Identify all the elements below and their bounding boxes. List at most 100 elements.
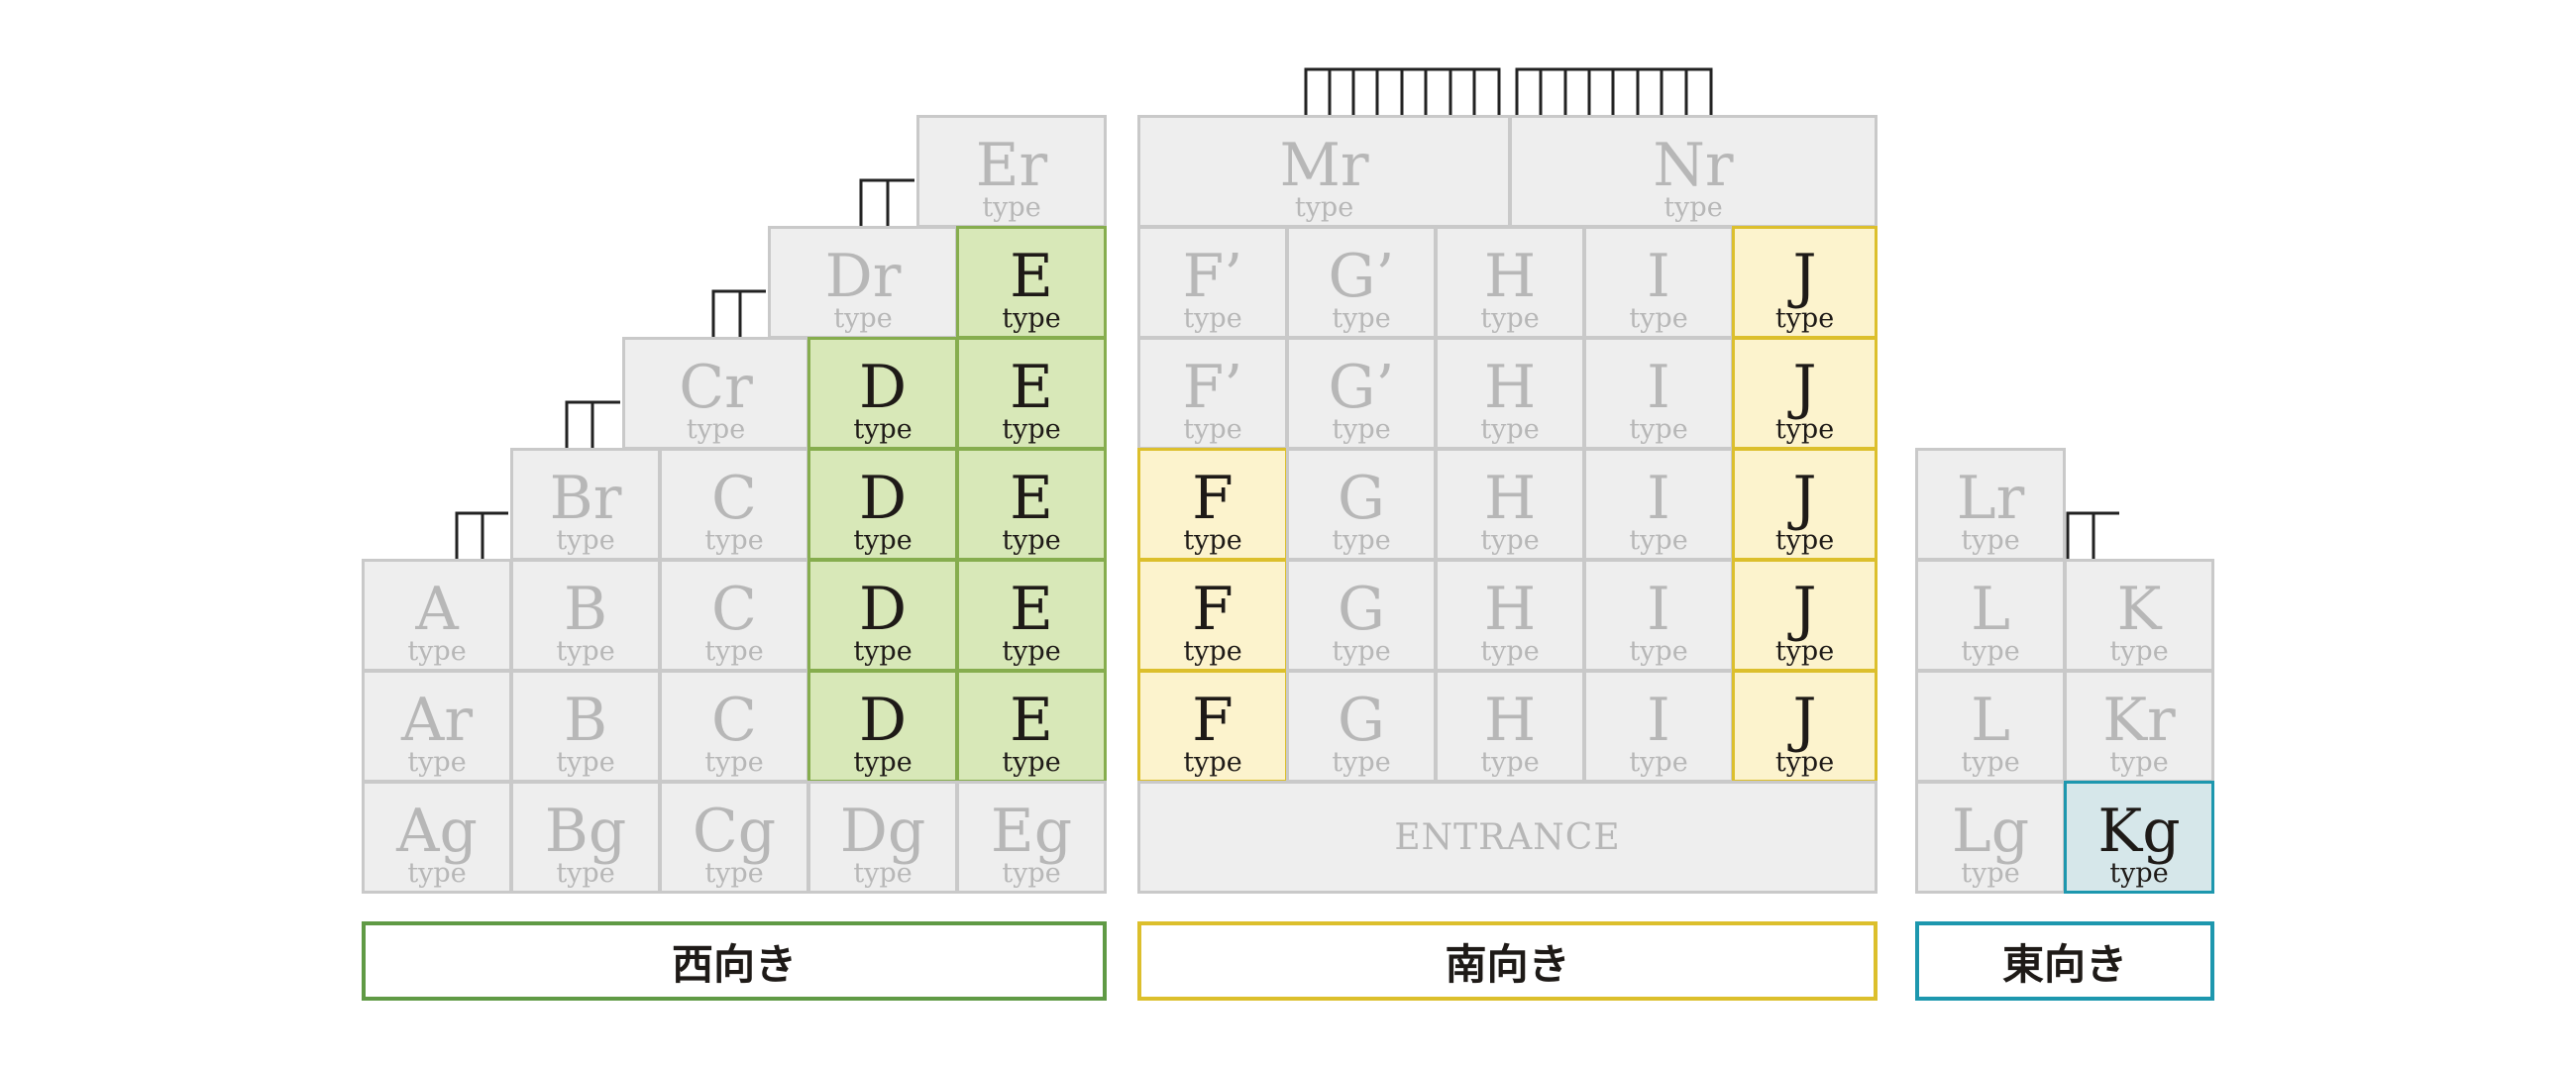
unit-b[interactable]: B type — [510, 670, 661, 783]
unit-mr[interactable]: Mr type — [1137, 115, 1511, 228]
unit-i[interactable]: I type — [1583, 670, 1734, 783]
unit-j-south[interactable]: J type — [1732, 226, 1878, 339]
unit-kr[interactable]: Kr type — [2064, 670, 2214, 783]
unit-type-label: type — [1332, 525, 1391, 556]
label-east-facing: 東向き — [1915, 921, 2214, 1001]
unit-g[interactable]: G type — [1286, 559, 1437, 672]
unit-code: H — [1483, 464, 1537, 533]
unit-f-prime[interactable]: F’ type — [1137, 226, 1288, 339]
railing-icon — [1515, 67, 1713, 115]
unit-code: A — [415, 575, 459, 644]
unit-code: J — [1792, 575, 1817, 644]
unit-g[interactable]: G type — [1286, 448, 1437, 561]
unit-nr[interactable]: Nr type — [1509, 115, 1878, 228]
unit-code: E — [1010, 686, 1053, 755]
unit-h[interactable]: H type — [1435, 559, 1585, 672]
unit-h[interactable]: H type — [1435, 337, 1585, 450]
unit-code: I — [1647, 353, 1670, 422]
unit-j-south[interactable]: J type — [1732, 559, 1878, 672]
unit-i[interactable]: I type — [1583, 559, 1734, 672]
unit-i[interactable]: I type — [1583, 448, 1734, 561]
unit-code: E — [1010, 242, 1053, 311]
unit-br[interactable]: Br type — [510, 448, 661, 561]
unit-a[interactable]: A type — [362, 559, 512, 672]
unit-type-label: type — [1629, 414, 1688, 445]
unit-code: G’ — [1328, 353, 1395, 422]
unit-g[interactable]: G type — [1286, 670, 1437, 783]
unit-d-west[interactable]: D type — [807, 559, 958, 672]
unit-code: J — [1792, 464, 1817, 533]
unit-code: H — [1483, 575, 1537, 644]
unit-g-prime[interactable]: G’ type — [1286, 226, 1437, 339]
unit-j-south[interactable]: J type — [1732, 670, 1878, 783]
unit-i[interactable]: I type — [1583, 226, 1734, 339]
unit-b[interactable]: B type — [510, 559, 661, 672]
unit-code: C — [711, 575, 757, 644]
unit-type-label: type — [1961, 858, 2020, 889]
unit-type-label: type — [556, 747, 615, 778]
unit-type-label: type — [1002, 303, 1061, 334]
unit-j-south[interactable]: J type — [1732, 337, 1878, 450]
railing-icon — [859, 178, 914, 226]
unit-e-west[interactable]: E type — [956, 559, 1107, 672]
unit-er[interactable]: Er type — [916, 115, 1107, 228]
unit-k[interactable]: K type — [2064, 559, 2214, 672]
unit-h[interactable]: H type — [1435, 448, 1585, 561]
unit-code: Ar — [400, 686, 473, 755]
unit-f-south[interactable]: F type — [1137, 448, 1288, 561]
unit-l[interactable]: L type — [1915, 670, 2066, 783]
unit-type-label: type — [1961, 636, 2020, 667]
unit-g-prime[interactable]: G’ type — [1286, 337, 1437, 450]
unit-e-west[interactable]: E type — [956, 670, 1107, 783]
unit-j-south[interactable]: J type — [1732, 448, 1878, 561]
unit-cg[interactable]: Cg type — [659, 781, 809, 894]
unit-kg-east[interactable]: Kg type — [2064, 781, 2214, 894]
unit-e-west[interactable]: E type — [956, 226, 1107, 339]
unit-code: G — [1338, 686, 1385, 755]
unit-f-south[interactable]: F type — [1137, 559, 1288, 672]
unit-type-label: type — [1332, 747, 1391, 778]
unit-cr[interactable]: Cr type — [622, 337, 809, 450]
unit-code: H — [1483, 686, 1537, 755]
unit-c[interactable]: C type — [659, 559, 809, 672]
unit-code: G’ — [1328, 242, 1395, 311]
unit-code: L — [1971, 575, 2010, 644]
unit-code: L — [1971, 686, 2010, 755]
unit-e-west[interactable]: E type — [956, 337, 1107, 450]
unit-c[interactable]: C type — [659, 670, 809, 783]
unit-d-west[interactable]: D type — [807, 448, 958, 561]
unit-code: F — [1192, 575, 1234, 644]
unit-l[interactable]: L type — [1915, 559, 2066, 672]
unit-lr[interactable]: Lr type — [1915, 448, 2066, 561]
unit-bg[interactable]: Bg type — [510, 781, 661, 894]
unit-dr[interactable]: Dr type — [768, 226, 958, 339]
unit-dg[interactable]: Dg type — [807, 781, 958, 894]
unit-type-label: type — [1774, 414, 1835, 445]
unit-code: J — [1792, 242, 1817, 311]
unit-h[interactable]: H type — [1435, 670, 1585, 783]
unit-code: Er — [975, 131, 1048, 200]
unit-d-west[interactable]: D type — [807, 337, 958, 450]
unit-type-label: type — [1774, 525, 1835, 556]
unit-d-west[interactable]: D type — [807, 670, 958, 783]
unit-f-south[interactable]: F type — [1137, 670, 1288, 783]
unit-code: F’ — [1182, 242, 1243, 311]
railing-icon — [455, 511, 508, 559]
unit-type-label: type — [1002, 636, 1061, 667]
railing-icon — [1304, 67, 1501, 115]
unit-i[interactable]: I type — [1583, 337, 1734, 450]
unit-e-west[interactable]: E type — [956, 448, 1107, 561]
unit-c[interactable]: C type — [659, 448, 809, 561]
unit-lg[interactable]: Lg type — [1915, 781, 2066, 894]
unit-ar[interactable]: Ar type — [362, 670, 512, 783]
unit-type-label: type — [704, 747, 764, 778]
unit-ag[interactable]: Ag type — [362, 781, 512, 894]
unit-f-prime[interactable]: F’ type — [1137, 337, 1288, 450]
unit-code: G — [1338, 464, 1385, 533]
unit-type-label: type — [1480, 636, 1540, 667]
unit-h[interactable]: H type — [1435, 226, 1585, 339]
unit-eg[interactable]: Eg type — [956, 781, 1107, 894]
unit-code: Lg — [1951, 797, 2030, 866]
unit-code: Eg — [990, 797, 1073, 866]
unit-code: Cr — [679, 353, 753, 422]
